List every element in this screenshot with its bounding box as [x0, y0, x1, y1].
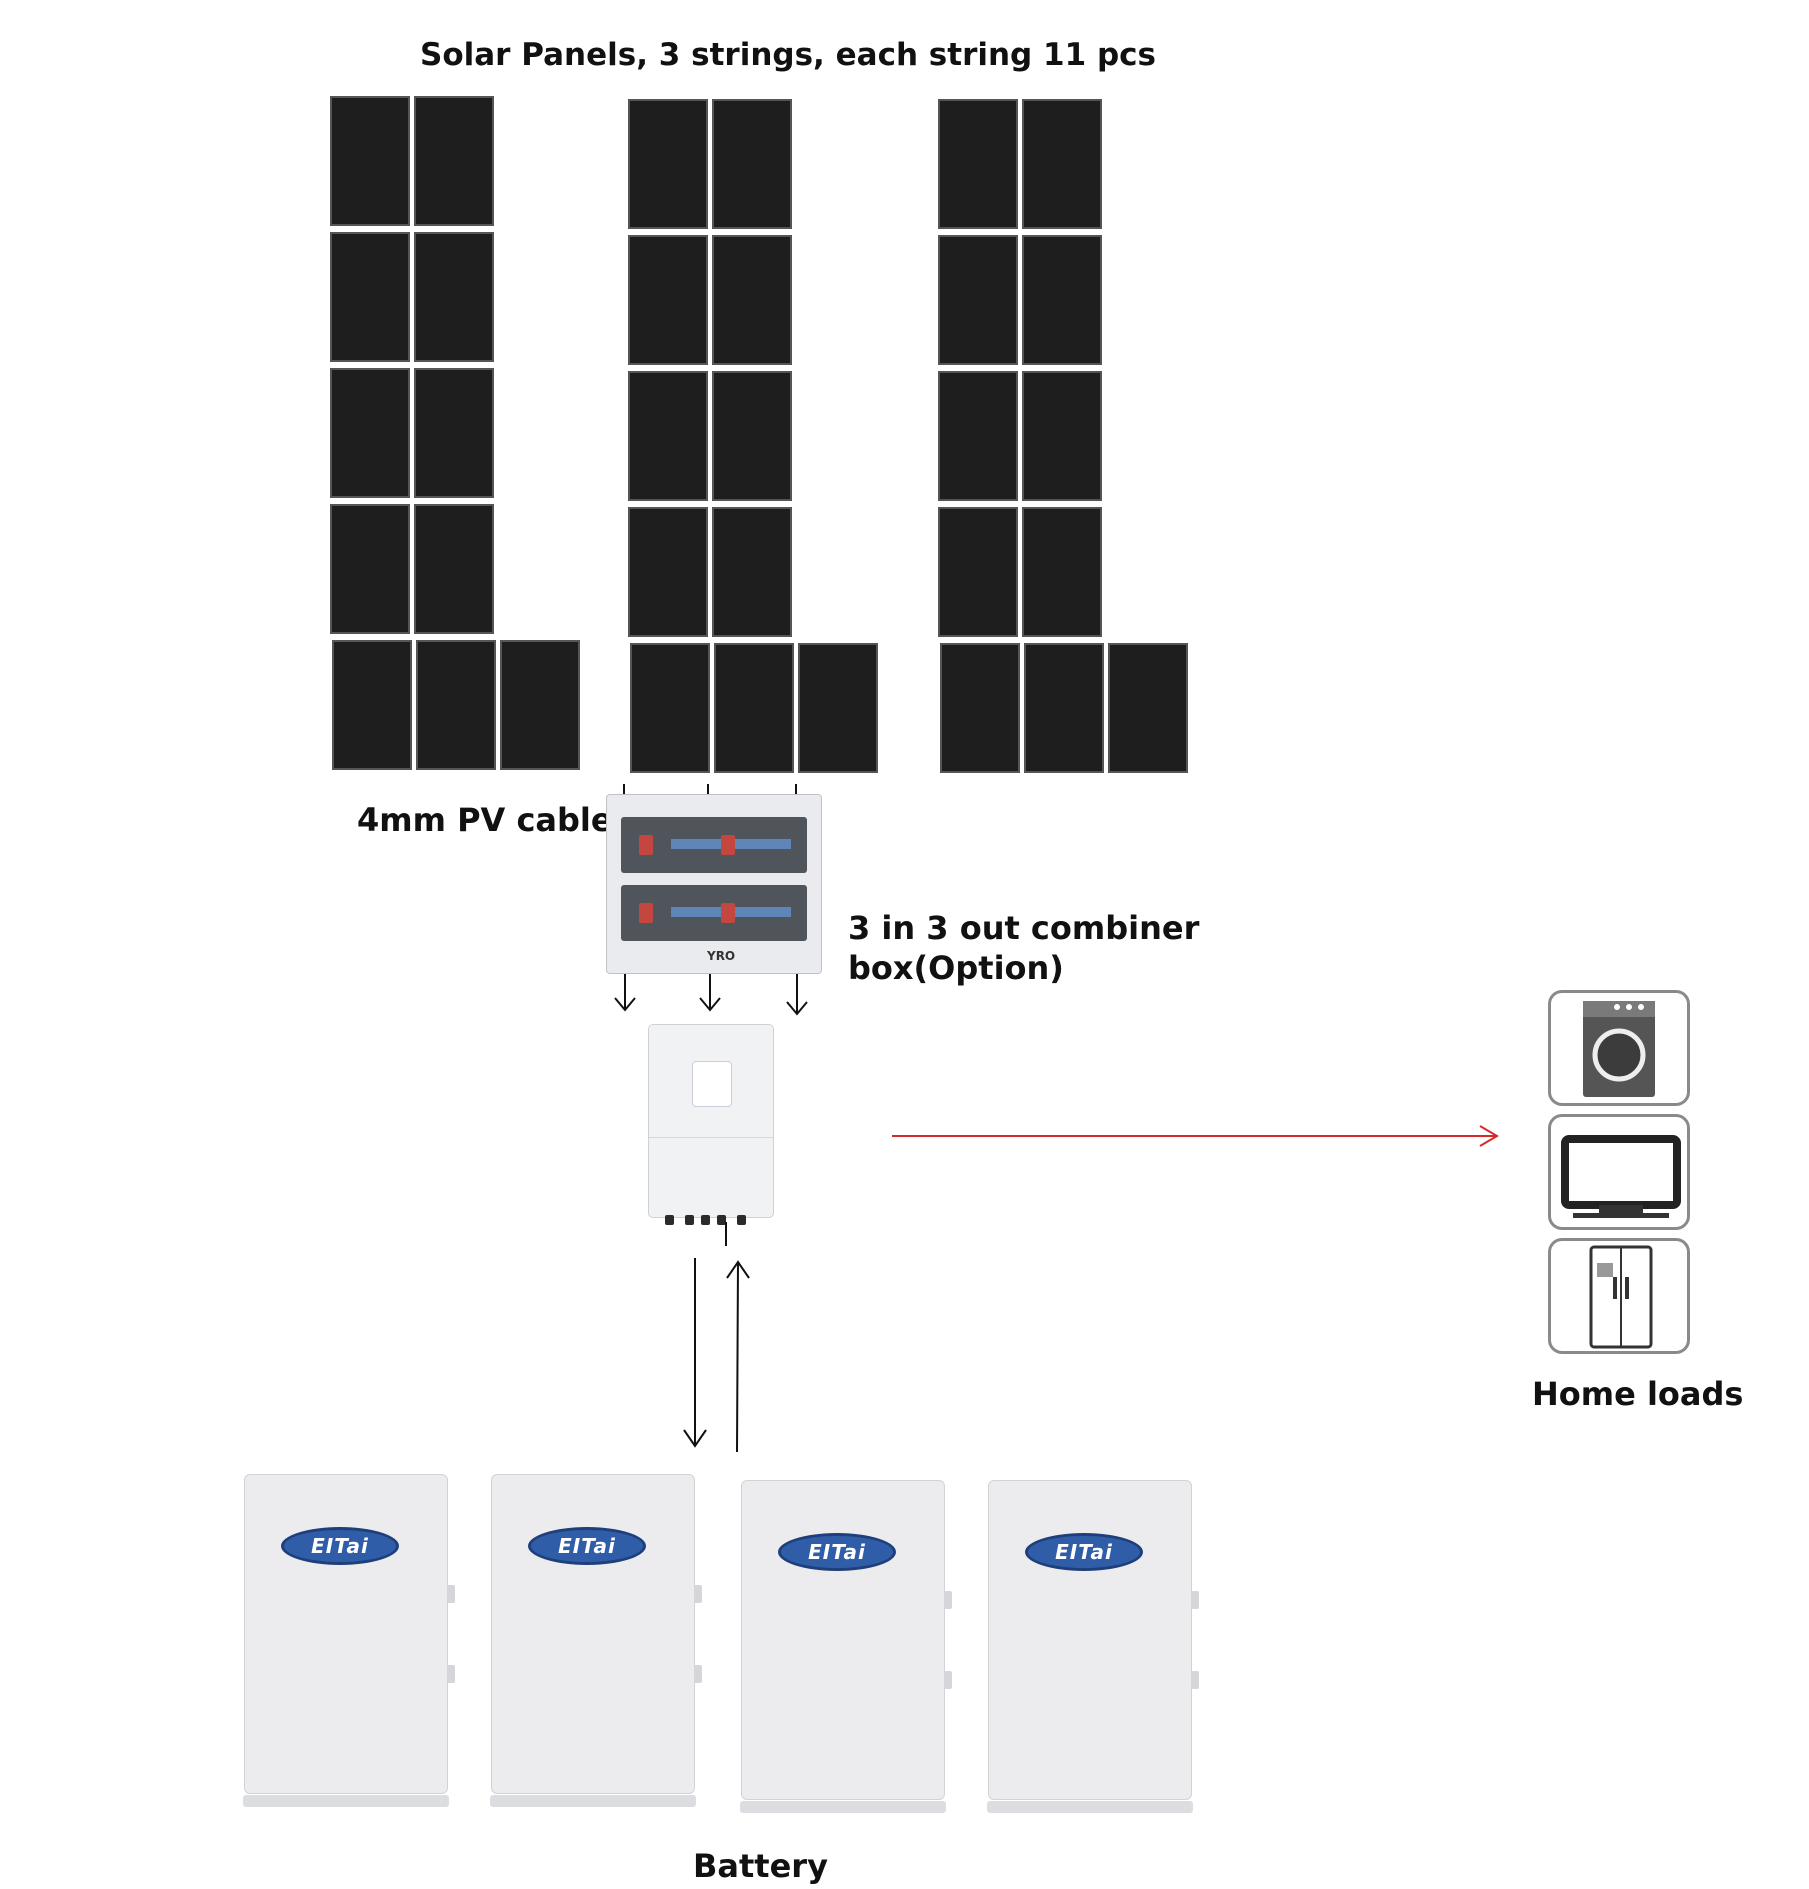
inverter-display [692, 1061, 732, 1107]
hybrid-inverter [648, 1024, 774, 1225]
solar-panel [1108, 643, 1188, 773]
inverter-port [717, 1215, 726, 1225]
solar-panel [414, 232, 494, 362]
solar-panel [1022, 99, 1102, 229]
combiner-breaker-row [621, 817, 807, 873]
battery-handle [944, 1591, 952, 1609]
solar-panel [628, 235, 708, 365]
battery-handle [1191, 1671, 1199, 1689]
combiner-breaker-row [621, 885, 807, 941]
solar-panel [1022, 507, 1102, 637]
diagram-title: Solar Panels, 3 strings, each string 11 … [420, 37, 1156, 73]
combiner-output-arrow [699, 974, 721, 1012]
combiner-output-arrow [786, 974, 808, 1016]
battery-base [987, 1801, 1193, 1813]
battery-module: EITai [490, 1474, 702, 1807]
eitai-logo: EITai [778, 1533, 896, 1571]
battery-module: EITai [243, 1474, 455, 1807]
battery-handle [1191, 1591, 1199, 1609]
solar-panel [416, 640, 496, 770]
solar-array [0, 0, 1809, 780]
battery-module: EITai [987, 1480, 1199, 1813]
solar-panel [500, 640, 580, 770]
battery-base [740, 1801, 946, 1813]
solar-panel [630, 643, 710, 773]
solar-panel [1022, 371, 1102, 501]
battery-handle [447, 1665, 455, 1683]
combiner-fuse [639, 835, 653, 855]
combiner-fuse [721, 903, 735, 923]
television-icon [1548, 1114, 1690, 1230]
solar-panel [938, 99, 1018, 229]
battery-handle [694, 1665, 702, 1683]
inverter-seam [649, 1137, 773, 1138]
solar-panel [712, 99, 792, 229]
ac-output-arrow [892, 1125, 1499, 1147]
eitai-logo: EITai [1025, 1533, 1143, 1571]
inverter-port [685, 1215, 694, 1225]
solar-panel [712, 371, 792, 501]
combiner-fuse [721, 835, 735, 855]
pv-cable-label: 4mm PV cable [357, 801, 613, 839]
inverter-port [701, 1215, 710, 1225]
battery-handle [944, 1671, 952, 1689]
combiner-fuse [639, 903, 653, 923]
solar-panel [714, 643, 794, 773]
inverter-port [665, 1215, 674, 1225]
home-loads-label: Home loads [1532, 1375, 1744, 1413]
combiner-label-line2: box(Option) [848, 949, 1064, 987]
solar-panel [330, 368, 410, 498]
combiner-brand: YRO [707, 949, 736, 963]
solar-panel [940, 643, 1020, 773]
inverter-port [737, 1215, 746, 1225]
battery-base [243, 1795, 449, 1807]
solar-panel [628, 507, 708, 637]
eitai-logo: EITai [281, 1527, 399, 1565]
washing-machine-icon [1548, 990, 1690, 1106]
refrigerator-icon [1548, 1238, 1690, 1354]
solar-panel [712, 235, 792, 365]
battery-charge-arrow [683, 1258, 707, 1448]
solar-panel [938, 507, 1018, 637]
solar-panel [414, 368, 494, 498]
battery-label: Battery [693, 1847, 828, 1885]
battery-base [490, 1795, 696, 1807]
solar-panel [414, 96, 494, 226]
battery-handle [447, 1585, 455, 1603]
solar-panel [414, 504, 494, 634]
solar-panel [712, 507, 792, 637]
combiner-output-arrow [614, 974, 636, 1012]
battery-handle [694, 1585, 702, 1603]
solar-panel [330, 504, 410, 634]
solar-panel [938, 235, 1018, 365]
combiner-label-line1: 3 in 3 out combiner [848, 909, 1200, 947]
solar-panel [330, 232, 410, 362]
battery-discharge-arrow [726, 1260, 750, 1453]
solar-panel [798, 643, 878, 773]
solar-panel [938, 371, 1018, 501]
solar-panel [1024, 643, 1104, 773]
solar-panel [330, 96, 410, 226]
solar-panel [628, 371, 708, 501]
solar-panel [1022, 235, 1102, 365]
solar-panel [628, 99, 708, 229]
combiner-box: YRO [606, 794, 822, 974]
battery-module: EITai [740, 1480, 952, 1813]
eitai-logo: EITai [528, 1527, 646, 1565]
solar-panel [332, 640, 412, 770]
